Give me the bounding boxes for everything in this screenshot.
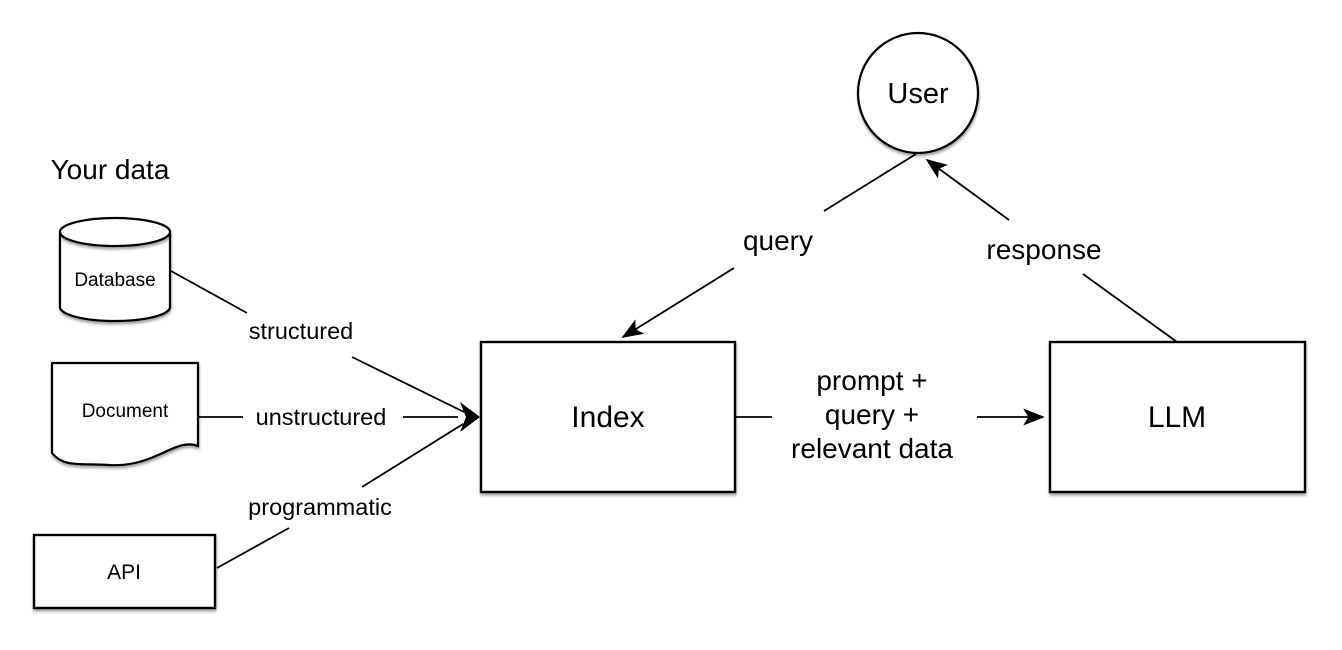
- index-node: Index: [479, 340, 737, 494]
- edge-label-structured: structured: [249, 318, 354, 344]
- edge-user-query-line-2: [621, 267, 735, 338]
- database-cylinder-body-icon: [58, 232, 172, 323]
- api-box: [32, 533, 217, 610]
- edge-label-programmatic: programmatic: [248, 494, 392, 520]
- user-circle: [856, 31, 980, 155]
- your-data-title: Your data: [51, 154, 170, 185]
- edge-database-structured-line-2: [351, 356, 465, 413]
- llm-label: LLM: [1148, 401, 1206, 434]
- edge-label-response: response: [986, 234, 1101, 265]
- document-label: Document: [82, 401, 169, 422]
- edge-api-programmatic-line-1: [216, 527, 290, 569]
- edge-llm-response-line-1: [1082, 273, 1178, 343]
- database-cylinder-top-icon: [58, 216, 172, 248]
- llm-node: LLM: [1048, 340, 1307, 494]
- edge-database-structured-line-1: [170, 270, 248, 314]
- index-converge-arrowhead-icon: [460, 402, 480, 432]
- api-node: API: [32, 533, 217, 610]
- index-label: Index: [571, 401, 644, 434]
- edge-label-prompt-line3: relevant data: [791, 433, 953, 464]
- edge-llm-response-line-2: [925, 158, 1010, 221]
- edge-label-unstructured: unstructured: [256, 404, 387, 430]
- edge-label-prompt-line1: prompt +: [816, 365, 927, 396]
- database-node: Database: [58, 216, 172, 323]
- api-label: API: [107, 561, 141, 584]
- user-label: User: [887, 78, 949, 110]
- edge-label-query: query: [743, 225, 813, 256]
- database-label: Database: [74, 270, 155, 291]
- document-node: Document: [50, 361, 200, 467]
- edge-api-programmatic-line-2: [361, 423, 464, 488]
- edge-label-prompt-line2: query +: [825, 399, 919, 430]
- index-box: [479, 340, 737, 494]
- llm-box: [1048, 340, 1307, 494]
- edge-user-query-line-1: [823, 153, 917, 212]
- user-node: User: [856, 31, 980, 155]
- document-shape-icon: [50, 361, 200, 467]
